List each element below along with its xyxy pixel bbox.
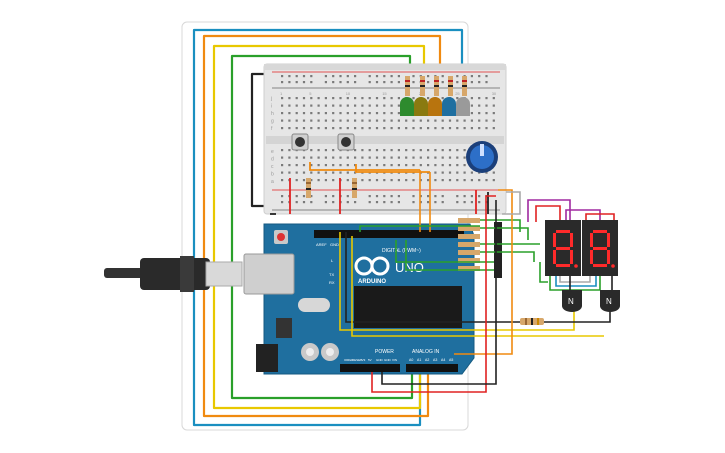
column-number: 1 bbox=[280, 91, 283, 96]
decimal-point bbox=[611, 264, 615, 268]
resistor-bank bbox=[458, 218, 502, 278]
led-green bbox=[400, 97, 414, 116]
display-wires bbox=[527, 199, 615, 291]
power-pin-label: RESET bbox=[352, 358, 362, 362]
column-number: 10 bbox=[346, 91, 351, 96]
wire-green-loop bbox=[230, 54, 414, 400]
transistor-1-marking: N bbox=[568, 297, 574, 306]
atmega-chip bbox=[354, 286, 462, 328]
column-number: 15 bbox=[382, 91, 387, 96]
segment bbox=[590, 250, 593, 264]
led-gray bbox=[456, 97, 470, 116]
segment bbox=[553, 250, 556, 264]
push-button-2 bbox=[337, 133, 355, 151]
breadboard-wires bbox=[270, 162, 489, 215]
segment bbox=[607, 250, 610, 264]
row-letter: f bbox=[271, 126, 273, 132]
row-letter: i bbox=[271, 104, 272, 110]
resistor-led-4 bbox=[448, 76, 453, 96]
segment bbox=[593, 264, 607, 267]
row-letter: b bbox=[271, 172, 274, 178]
row-letter: a bbox=[271, 179, 274, 185]
digital-label: DIGITAL (PWM~) bbox=[382, 248, 421, 254]
segment bbox=[556, 247, 570, 250]
led-row bbox=[400, 76, 470, 116]
power-header bbox=[340, 364, 400, 372]
segment bbox=[593, 230, 607, 233]
loop-wires bbox=[192, 28, 464, 427]
aref-label: AREF bbox=[316, 242, 327, 247]
segment bbox=[593, 247, 607, 250]
column-number: 25 bbox=[455, 91, 460, 96]
resistor-led-2 bbox=[420, 76, 425, 96]
resistor-led-3 bbox=[434, 76, 439, 96]
board-brand: ARDUINO bbox=[358, 279, 386, 285]
analog-pin-label: A3 bbox=[433, 358, 437, 362]
column-number: 30 bbox=[492, 91, 497, 96]
potentiometer bbox=[466, 141, 498, 173]
resistor-led-5 bbox=[462, 76, 467, 96]
wire-yellow-loop bbox=[212, 44, 426, 410]
row-letter: h bbox=[271, 111, 274, 117]
arduino-logo bbox=[354, 256, 390, 276]
row-letter: j bbox=[270, 96, 272, 102]
segment bbox=[590, 233, 593, 247]
led-l-label: L bbox=[331, 258, 334, 263]
power-pin-label: GND bbox=[384, 358, 392, 362]
segment bbox=[553, 233, 556, 247]
row-letter: d bbox=[271, 157, 274, 163]
base-resistor bbox=[520, 318, 544, 325]
analog-pin-labels: A0 A1 A2 A3 A4 A5 bbox=[409, 358, 453, 362]
digital-wires bbox=[339, 170, 611, 393]
tx-label: TX bbox=[329, 272, 334, 277]
crystal bbox=[298, 298, 330, 312]
led-orange bbox=[428, 97, 442, 116]
row-letter: c bbox=[271, 164, 274, 170]
power-pin-label: IOREF bbox=[344, 358, 353, 362]
transistor-1: N bbox=[562, 290, 582, 312]
decimal-point bbox=[574, 264, 578, 268]
seven-segment-display-1 bbox=[545, 220, 581, 276]
analog-label: ANALOG IN bbox=[412, 349, 440, 355]
usb-cable bbox=[104, 256, 243, 292]
led-olive bbox=[414, 97, 428, 116]
power-label: POWER bbox=[375, 349, 394, 355]
analog-header bbox=[406, 364, 458, 372]
analog-pin-label: A5 bbox=[449, 358, 453, 362]
digital-header bbox=[314, 230, 464, 238]
segment bbox=[607, 233, 610, 247]
board-model: UNO bbox=[395, 260, 424, 275]
row-letter: e bbox=[271, 149, 274, 155]
pulldown-resistors bbox=[306, 178, 357, 198]
segment bbox=[570, 233, 573, 247]
push-button-1 bbox=[291, 133, 309, 151]
gnd-label: GND bbox=[330, 242, 339, 247]
power-jack bbox=[256, 344, 278, 372]
segment bbox=[570, 250, 573, 264]
led-blue bbox=[442, 97, 456, 116]
power-pin-label: VIN bbox=[392, 358, 397, 362]
transistor-2-marking: N bbox=[606, 297, 612, 306]
power-pin-label: 5V bbox=[368, 358, 372, 362]
analog-pin-label: A0 bbox=[409, 358, 413, 362]
usb-port bbox=[243, 253, 295, 295]
power-pin-label: 3V3 bbox=[360, 358, 366, 362]
column-number: 5 bbox=[309, 91, 312, 96]
power-pin-label: GND bbox=[376, 358, 384, 362]
wire-orange-loop bbox=[202, 34, 442, 418]
analog-pin-label: A1 bbox=[417, 358, 421, 362]
resistor-led-1 bbox=[405, 76, 410, 96]
seven-segment-display-2 bbox=[582, 220, 618, 276]
segment bbox=[556, 264, 570, 267]
arduino-board: UNO ARDUINO DIGITAL (PWM~) AREF GND L TX… bbox=[243, 223, 475, 375]
rx-label: RX bbox=[329, 280, 335, 285]
analog-pin-label: A4 bbox=[441, 358, 445, 362]
transistor-2: N bbox=[600, 290, 620, 312]
analog-pin-label: A2 bbox=[425, 358, 429, 362]
segment bbox=[556, 230, 570, 233]
row-letter: g bbox=[271, 119, 274, 125]
